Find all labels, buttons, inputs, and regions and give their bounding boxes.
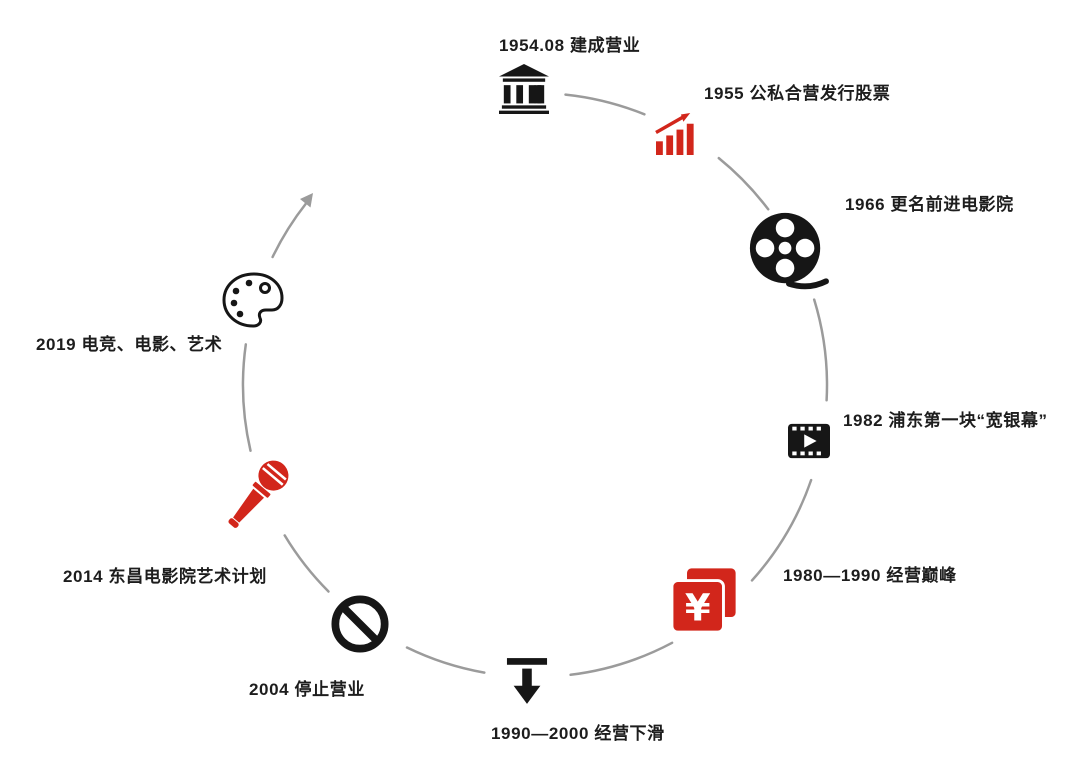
timeline-node-2014 [216,452,300,536]
timeline-label-2014: 2014 东昌电影院艺术计划 [63,567,267,586]
film-reel-icon [749,212,829,290]
arc-arrowhead-icon [300,193,313,208]
timeline-node-2019 [221,271,285,329]
timeline-label-1954: 1954.08 建成营业 [499,36,641,55]
timeline-label-1955: 1955 公私合营发行股票 [704,84,891,103]
widescreen-video-icon [788,423,830,459]
timeline-label-2019: 2019 电竞、电影、艺术 [36,335,223,354]
bank-icon [499,64,549,114]
microphone-icon [228,460,289,528]
timeline-node-1990 [506,658,548,704]
timeline-label-1990-2000: 1990—2000 经营下滑 [491,724,665,743]
timeline-node-1955 [654,112,701,155]
svg-text:¥: ¥ [685,586,711,629]
money-yuan-icon: ¥ [670,565,739,634]
timeline-node-1980: ¥ [670,564,740,638]
timeline-node-1966 [746,210,829,292]
timeline-node-1982 [788,423,830,459]
palette-icon [222,272,284,328]
timeline-label-1966: 1966 更名前进电影院 [845,195,1014,214]
prohibition-icon [331,595,389,653]
timeline-node-1954 [497,64,551,114]
timeline-label-2004: 2004 停止营业 [249,680,365,699]
timeline-label-1982: 1982 浦东第一块“宽银幕” [843,411,1048,430]
decline-arrow-icon [506,658,548,704]
timeline-node-2004 [331,595,389,653]
timeline-label-1980-1990: 1980—1990 经营巅峰 [783,566,957,585]
stock-rise-icon [655,112,694,155]
